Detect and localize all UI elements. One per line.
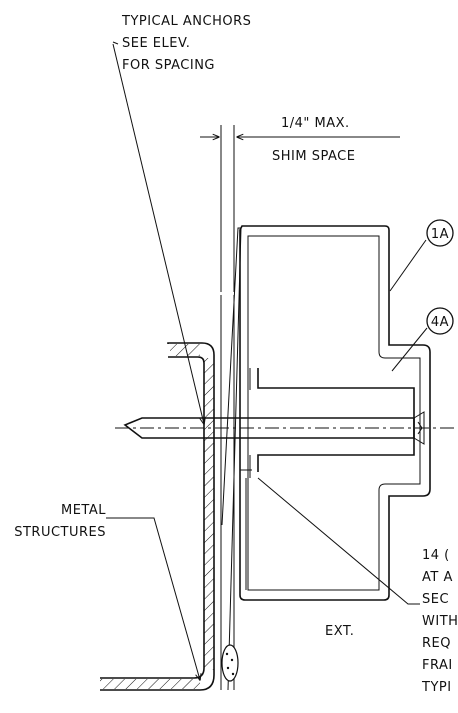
top-flange-hatch <box>170 344 200 356</box>
label-cutoff-note: 14 ( AT A SEC WITH REQ FRAI TYPI <box>421 548 458 695</box>
metal-leader <box>106 517 200 680</box>
anchors-leader <box>112 41 204 424</box>
shim-space-label: SHIM SPACE <box>272 149 355 164</box>
anchors-line-2: SEE ELEV. <box>122 36 190 51</box>
frame-profile <box>239 225 431 601</box>
cutoff-line-1: 14 ( <box>422 548 450 563</box>
metal-line-1: METAL <box>61 503 106 518</box>
tag-4a: 4A <box>391 307 454 372</box>
tag-1a-label: 1A <box>431 227 449 242</box>
cutoff-line-6: FRAI <box>422 658 453 673</box>
tag-4a-label: 4A <box>431 315 449 330</box>
cutoff-line-4: WITH <box>422 614 458 629</box>
note-leader <box>257 477 420 605</box>
shim-dimension <box>200 125 400 292</box>
shim-max-label: 1/4" MAX. <box>281 116 350 131</box>
label-anchors: TYPICAL ANCHORS SEE ELEV. FOR SPACING <box>121 14 251 73</box>
label-metal: METAL STRUCTURES <box>14 503 106 540</box>
anchors-line-1: TYPICAL ANCHORS <box>121 14 251 29</box>
cutoff-line-2: AT A <box>422 570 453 585</box>
anchor-screw <box>115 411 458 445</box>
cutoff-line-5: REQ <box>422 636 451 651</box>
sealant-bead <box>221 644 239 682</box>
cutoff-line-3: SEC <box>422 592 449 607</box>
ext-label: EXT. <box>325 624 354 639</box>
shim-lines <box>220 227 242 691</box>
metal-line-2: STRUCTURES <box>14 525 106 540</box>
anchors-line-3: FOR SPACING <box>122 58 215 73</box>
bottom-flange-hatch <box>100 679 200 689</box>
tag-1a: 1A <box>389 219 454 292</box>
wall-hatch <box>204 358 214 670</box>
cutoff-line-7: TYPI <box>421 680 452 695</box>
